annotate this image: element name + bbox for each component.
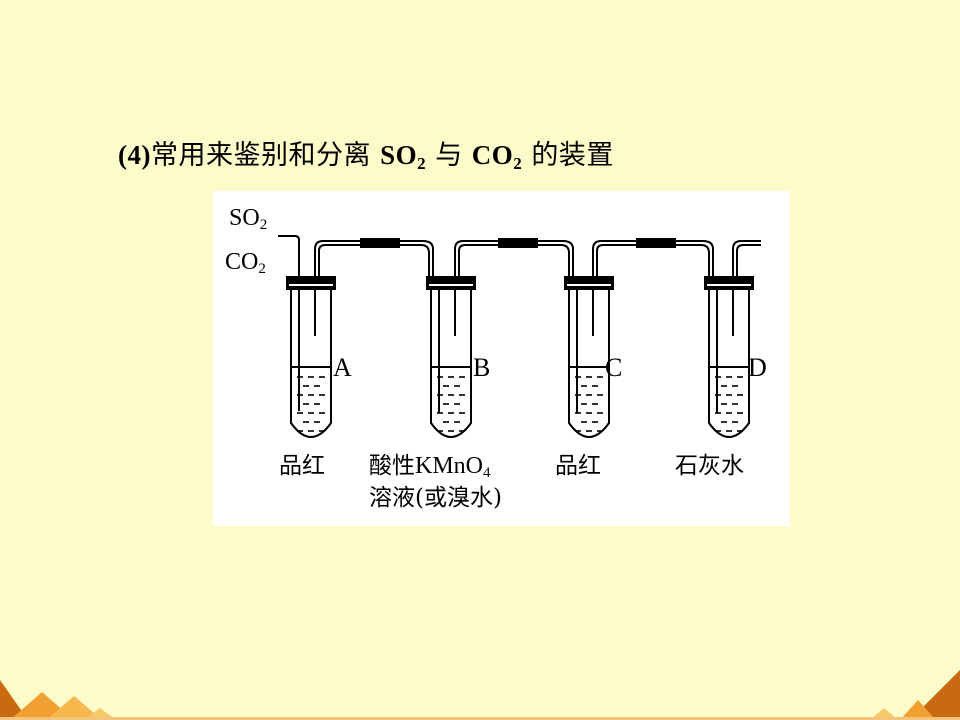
tube-b-reagent-line2: 溶液(或溴水): [369, 485, 502, 511]
tube-a-reagent: 品红: [279, 453, 325, 479]
corner-decoration-right: [870, 670, 960, 720]
inlet-tube: [281, 235, 300, 411]
apparatus-diagram: SO2 CO2 A B C D 品红 酸性KMnO4 溶液(或溴水) 品红 石灰…: [213, 191, 790, 526]
inlet-co2-label: CO2: [225, 249, 266, 277]
test-tube-d: [704, 276, 754, 438]
corner-decoration-left: [0, 680, 116, 720]
test-tube-c: [564, 276, 614, 438]
tube-a-letter: A: [333, 353, 352, 382]
page-title: (4)常用来鉴别和分离 SO2 与 CO2 的装置: [118, 133, 614, 174]
title-text-2: 的装置: [522, 140, 614, 171]
tube-b-letter: B: [473, 353, 491, 382]
tube-c-reagent: 品红: [555, 453, 601, 479]
title-co2: CO2: [471, 140, 523, 173]
inlet-so2-label: SO2: [229, 205, 268, 233]
title-so2: SO2: [380, 140, 427, 173]
item-number: (4): [118, 140, 151, 170]
test-tube-a: [286, 276, 336, 438]
outlet-tube: [732, 240, 761, 277]
tube-b-reagent: 酸性KMnO4: [369, 453, 491, 481]
tube-d-reagent: 石灰水: [675, 453, 744, 479]
liquid-marks: [297, 376, 743, 432]
tube-c-letter: C: [605, 353, 623, 382]
apparatus-drawing: [278, 235, 761, 438]
title-mid: 与: [426, 140, 472, 171]
title-text-1: 常用来鉴别和分离: [150, 140, 381, 171]
test-tube-b: [426, 276, 476, 438]
tube-d-letter: D: [748, 353, 767, 382]
bottom-rule: [0, 717, 960, 720]
